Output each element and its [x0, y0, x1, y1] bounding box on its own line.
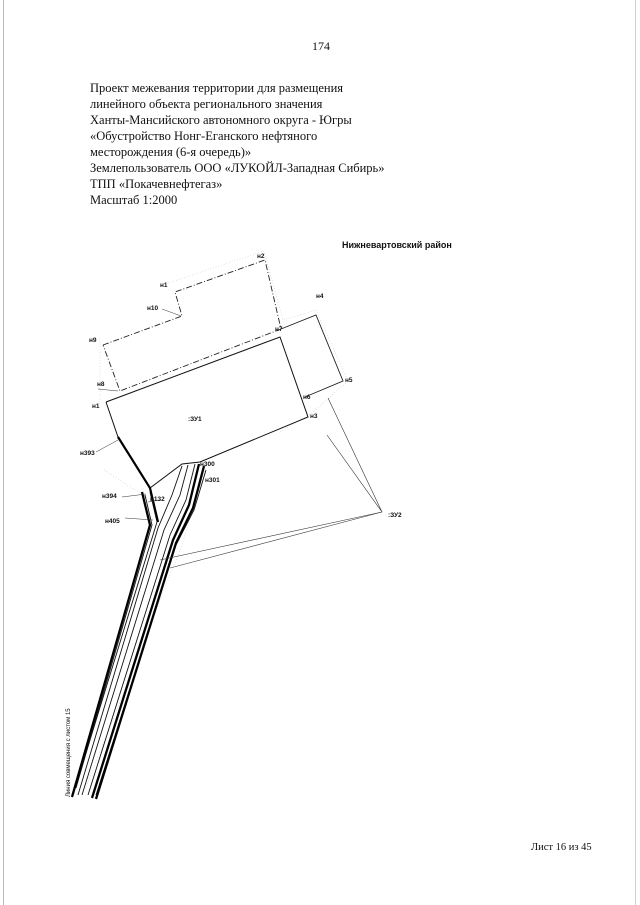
- point-label: н9: [89, 337, 97, 344]
- title-line: Масштаб 1:2000: [90, 193, 178, 207]
- page-number: 174: [312, 39, 330, 53]
- junction-line-label: Линия совмещения с листом 15: [66, 708, 72, 797]
- point-label: н1: [92, 403, 100, 410]
- point-label: н405: [105, 518, 120, 525]
- parcel-zu2-label: :ЗУ2: [388, 512, 402, 519]
- corridor-boundary: [70, 463, 206, 800]
- point-label: н8: [97, 381, 105, 388]
- point-label: н6: [303, 394, 311, 401]
- title-line: Ханты-Мансийского автономного округа - Ю…: [90, 113, 352, 127]
- title-line: ТПП «Покачевнефтегаз»: [90, 177, 223, 191]
- title-line: линейного объекта регионального значения: [90, 97, 323, 111]
- left-boundary: [117, 436, 160, 523]
- title-line: Землепользователь ООО «ЛУКОЙЛ-Западная С…: [90, 161, 385, 175]
- point-label: н10: [147, 305, 159, 312]
- point-label: н394: [102, 493, 117, 500]
- right-parcel: [280, 314, 344, 398]
- zu2-leaders: [147, 397, 383, 569]
- point-label: н5: [345, 377, 353, 384]
- point-label: н3: [310, 413, 318, 420]
- scan-edge-left: [3, 0, 4, 905]
- point-label: н4: [316, 293, 324, 300]
- title-line: месторождения (6-я очередь)»: [90, 145, 252, 159]
- point-label: н300: [200, 461, 215, 468]
- title-block: Проект межевания территории для размещен…: [90, 80, 385, 208]
- sheet-info: Лист 16 из 45: [531, 842, 592, 853]
- upper-parcel: [102, 259, 282, 392]
- scan-edge-right: [635, 0, 636, 905]
- title-line: «Обустройство Нонг-Еганского нефтяного: [90, 129, 318, 143]
- point-label: н393: [80, 450, 95, 457]
- label-leaders: [95, 308, 182, 521]
- point-label: н7: [275, 326, 283, 333]
- title-line: Проект межевания территории для размещен…: [90, 81, 344, 95]
- point-label: н132: [150, 496, 165, 503]
- parcel-zu1-label: :ЗУ1: [188, 416, 202, 423]
- point-label: н2: [257, 253, 265, 260]
- point-label: н301: [205, 477, 220, 484]
- point-label: н1: [160, 282, 168, 289]
- district-label: Нижневартовский район: [342, 240, 452, 250]
